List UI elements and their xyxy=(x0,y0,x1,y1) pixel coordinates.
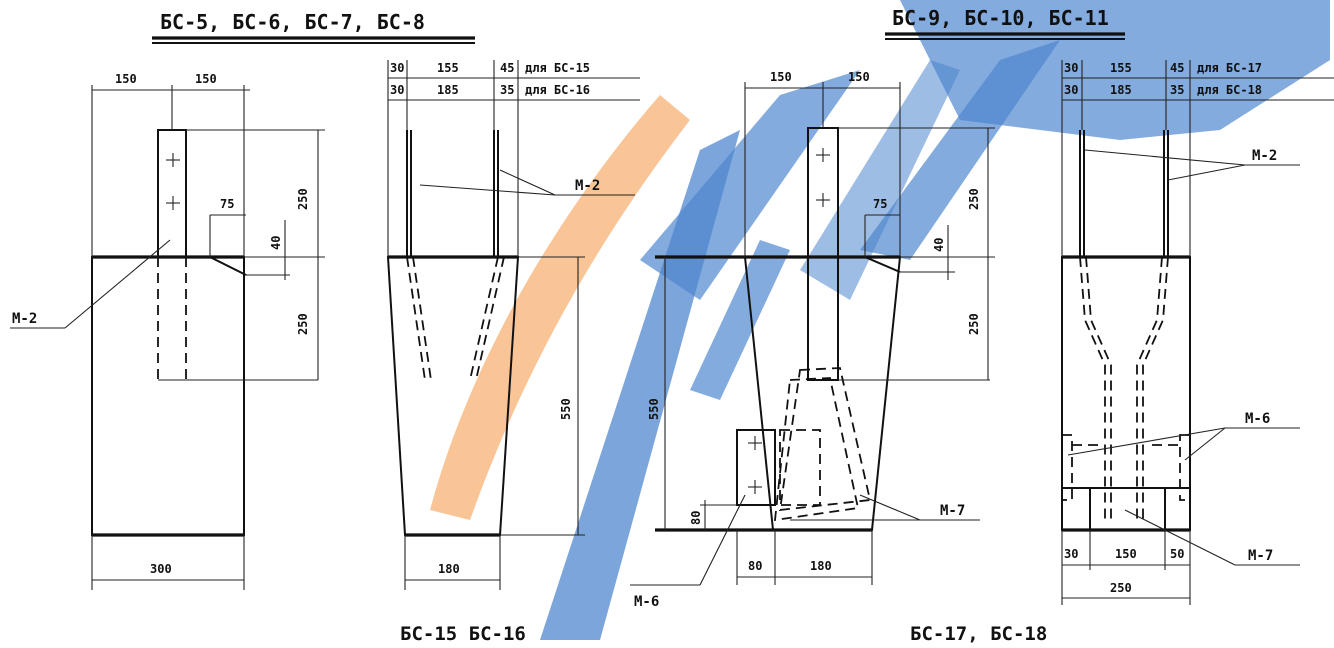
dim-155-a: 155 xyxy=(437,61,459,75)
hidden-rod xyxy=(1136,256,1163,520)
dim-40-a: 40 xyxy=(269,236,283,250)
block-outline xyxy=(91,256,245,536)
dim-30-d: 30 xyxy=(1064,83,1078,97)
note-for-bs15: для БС-15 xyxy=(525,61,590,75)
callout-m6-a: М-6 xyxy=(634,594,659,610)
leader-line xyxy=(419,184,556,196)
hidden-plate xyxy=(1061,434,1073,501)
dim-75-a: 75 xyxy=(220,197,234,211)
hidden-block xyxy=(779,429,821,506)
bevel-line xyxy=(864,256,901,273)
hidden-rod xyxy=(1142,256,1169,520)
dim-185-a: 185 xyxy=(437,83,459,97)
dim-45-b: 45 xyxy=(1170,61,1184,75)
callout-m7-a: М-7 xyxy=(940,503,965,519)
hidden-rod xyxy=(412,256,432,381)
leader-line xyxy=(1167,164,1246,181)
leader-line xyxy=(64,239,171,329)
dim-30-c: 30 xyxy=(1064,61,1078,75)
caption-left: БС-15 БС-16 xyxy=(400,623,526,645)
dim-180-b: 180 xyxy=(810,559,832,573)
dim-45-a: 45 xyxy=(500,61,514,75)
dim-30-a: 30 xyxy=(390,61,404,75)
block-outline xyxy=(1061,256,1191,531)
hidden-frame xyxy=(778,367,872,512)
callout-m7-b: М-7 xyxy=(1248,548,1273,564)
dim-35-a: 35 xyxy=(500,83,514,97)
note-for-bs17: для БС-17 xyxy=(1197,61,1262,75)
dim-150-a: 150 xyxy=(115,72,137,86)
dim-75-b: 75 xyxy=(873,197,887,211)
note-for-bs18: для БС-18 xyxy=(1197,83,1262,97)
dim-250-e: 250 xyxy=(1110,581,1132,595)
dim-150-b: 150 xyxy=(195,72,217,86)
leader-line xyxy=(859,494,921,521)
loop-plate xyxy=(157,129,187,258)
dim-80-a: 80 xyxy=(689,511,703,525)
callout-m6-b: М-6 xyxy=(1245,411,1270,427)
watermark-orange-arc xyxy=(430,95,690,520)
dim-50: 50 xyxy=(1170,547,1184,561)
watermark-blue-inner-slash xyxy=(690,240,790,400)
dim-250-a: 250 xyxy=(296,188,310,210)
leader-line xyxy=(699,494,746,586)
watermark-blue-letter-a xyxy=(800,60,960,300)
bevel-line xyxy=(209,256,247,276)
leader-line xyxy=(1124,509,1236,566)
dim-550-b: 550 xyxy=(647,398,661,420)
view-bs9-11: 150 150 250 250 75 40 550 80 80 180 М-6 xyxy=(630,70,995,610)
leader-line xyxy=(1184,427,1226,461)
watermark-blue-arch xyxy=(640,70,860,300)
dim-155-b: 155 xyxy=(1110,61,1132,75)
callout-m2-c: М-2 xyxy=(1252,148,1277,164)
watermark-blue-diagonal xyxy=(860,40,1060,260)
title-left: БС-5, БС-6, БС-7, БС-8 xyxy=(160,10,425,34)
dim-250-d: 250 xyxy=(967,313,981,335)
hidden-rod xyxy=(1085,256,1112,520)
dim-550-a: 550 xyxy=(559,398,573,420)
dim-250-b: 250 xyxy=(296,313,310,335)
hidden-rod xyxy=(469,256,499,381)
dim-300: 300 xyxy=(150,562,172,576)
hidden-rod xyxy=(1079,256,1106,520)
view-bs17-18: 30 155 45 для БС-17 30 185 35 для БС-18 … xyxy=(910,60,1334,645)
view-bs15-16: 30 155 45 для БС-15 30 185 35 для БС-16 … xyxy=(386,60,640,645)
hidden-frame-inner xyxy=(773,377,860,522)
leader-line xyxy=(499,169,556,196)
dim-30-e: 30 xyxy=(1064,547,1078,561)
plate-m6 xyxy=(736,429,776,506)
dim-150-e: 150 xyxy=(1115,547,1137,561)
dim-185-b: 185 xyxy=(1110,83,1132,97)
leader-line xyxy=(1084,149,1246,166)
dim-150-d: 150 xyxy=(848,70,870,84)
tapered-outline xyxy=(743,256,902,531)
dim-80-b: 80 xyxy=(748,559,762,573)
leader-line xyxy=(1067,427,1226,456)
note-for-bs16: для БС-16 xyxy=(525,83,590,97)
dim-40-b: 40 xyxy=(932,238,946,252)
dim-30-b: 30 xyxy=(390,83,404,97)
view-bs5-8: 150 150 250 250 75 40 300 М-2 xyxy=(10,72,325,590)
dim-150-c: 150 xyxy=(770,70,792,84)
callout-m2-a: М-2 xyxy=(12,311,37,327)
dim-180-a: 180 xyxy=(438,562,460,576)
dim-35-b: 35 xyxy=(1170,83,1184,97)
callout-m2-b: М-2 xyxy=(575,178,600,194)
hidden-rod xyxy=(406,256,426,381)
hidden-plate xyxy=(1179,434,1191,501)
title-right: БС-9, БС-10, БС-11 xyxy=(892,6,1109,30)
dim-250-c: 250 xyxy=(967,188,981,210)
caption-right: БС-17, БС-18 xyxy=(910,623,1047,645)
hidden-rod xyxy=(475,256,505,381)
